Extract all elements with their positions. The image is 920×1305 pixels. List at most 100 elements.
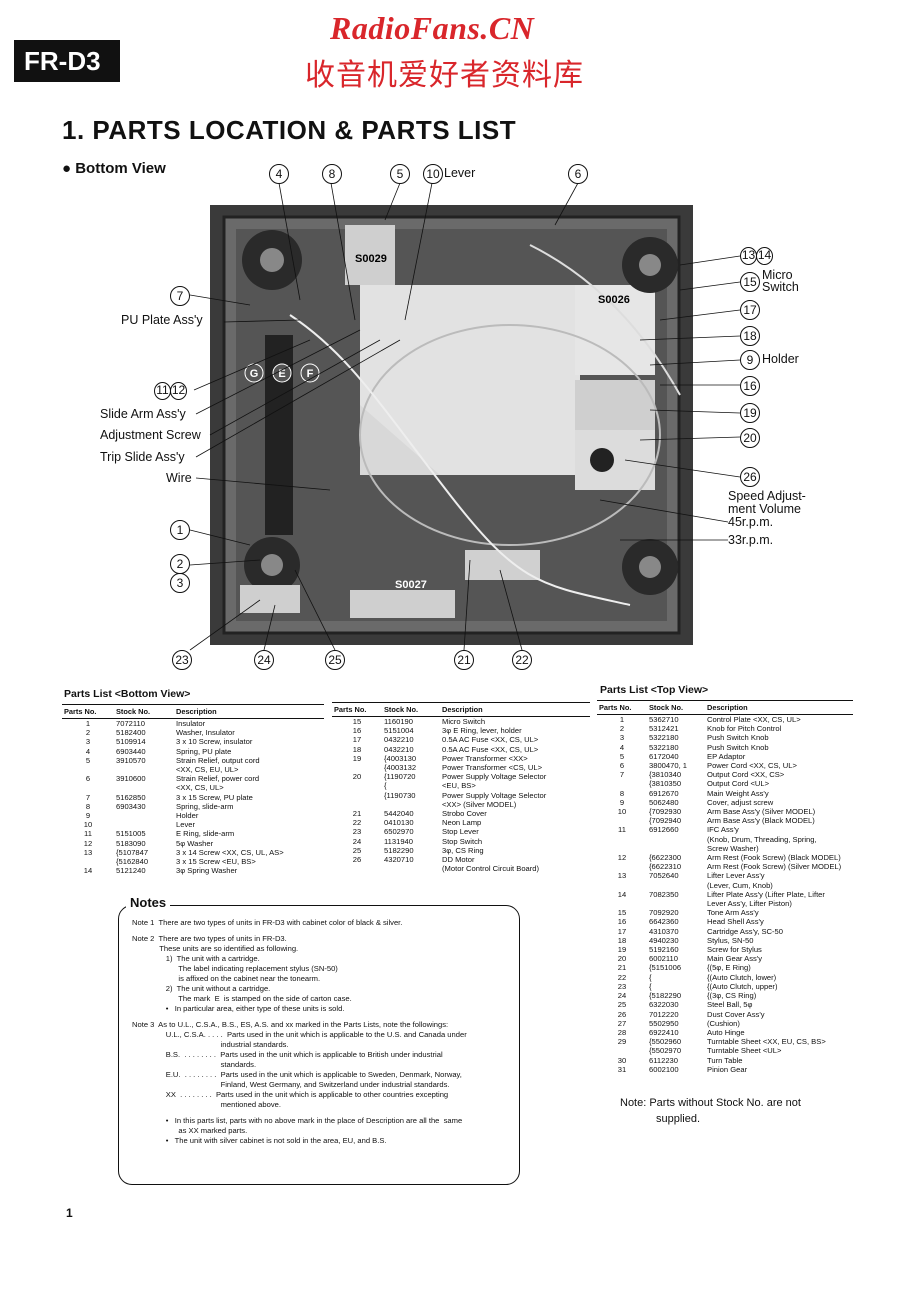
cell-parts-no: 12 xyxy=(617,853,627,863)
cell-description: 3 x 10 Screw, insulator xyxy=(176,737,253,747)
note-line: The mark E is stamped on the side of car… xyxy=(132,994,352,1003)
cell-stock-no: 1131940 xyxy=(384,836,413,846)
notes-box xyxy=(118,905,520,1185)
callout-26: 26 xyxy=(740,467,760,487)
cell-parts-no xyxy=(62,765,114,774)
cell-parts-no xyxy=(597,862,647,871)
cell-description: Main Gear Ass'y xyxy=(707,954,763,964)
callout-8: 8 xyxy=(322,164,342,184)
footnote-line-1: Note: Parts without Stock No. are not xyxy=(620,1097,801,1109)
cell-stock-no xyxy=(647,899,705,908)
callout-17: 17 xyxy=(740,300,760,320)
switch-label-s0029: S0029 xyxy=(355,253,387,265)
cell-stock-no: { xyxy=(384,781,387,791)
cell-stock-no: {5107847 xyxy=(116,847,149,857)
cell-description: DD Motor xyxy=(442,855,475,865)
cell-description: Spring, PU plate xyxy=(176,746,232,756)
cell-parts-no xyxy=(332,781,382,790)
letter-mark-g: G xyxy=(250,368,259,380)
label-33rpm: 33r.p.m. xyxy=(728,533,774,547)
cell-parts-no: 11 xyxy=(84,829,92,839)
col-parts-no: Parts No. xyxy=(597,700,647,715)
cell-description: (Lever, Cum, Knob) xyxy=(707,880,773,890)
cell-description: <XX, CS, UL> xyxy=(176,783,224,793)
cell-stock-no: {5162840 xyxy=(116,857,149,867)
cell-stock-no: {1190720 xyxy=(384,772,416,782)
note-line: E.U. . . . . . . . . Parts used in the u… xyxy=(132,1070,462,1079)
note-line: as XX marked parts. xyxy=(132,1126,248,1135)
label-speed-adjust-2: ment Volume xyxy=(728,502,801,516)
cell-description: Arm Base Ass'y (Silver MODEL) xyxy=(707,807,816,817)
cell-parts-no: 13 xyxy=(83,847,93,857)
cell-parts-no: 4 xyxy=(619,742,625,752)
cell-description: Stylus, SN-50 xyxy=(707,935,754,945)
cell-description: Cover, adjust screw xyxy=(707,797,774,807)
cell-description: Head Shell Ass'y xyxy=(707,917,764,927)
cell-description: Tone Arm Ass'y xyxy=(707,908,759,918)
table-row: {5162840 3 x 15 Screw <EU, BS> xyxy=(62,857,324,866)
cell-description: 3φ Spring Washer xyxy=(176,866,238,876)
label-speed-adjust-1: Speed Adjust- xyxy=(728,489,806,503)
label-switch: Switch xyxy=(762,280,799,294)
cell-stock-no: 5192160 xyxy=(649,945,679,955)
callout-9: 9 xyxy=(740,350,760,370)
cell-stock-no: {6622300 xyxy=(649,853,682,863)
top-list-title: Parts List <Top View> xyxy=(600,684,709,696)
cell-description: Holder xyxy=(176,811,199,821)
cell-parts-no: 5 xyxy=(85,755,91,765)
cell-parts-no: 23 xyxy=(617,981,627,991)
cell-parts-no: 15 xyxy=(352,717,362,726)
cell-parts-no: 7 xyxy=(85,792,91,802)
top-list-footnote: Note: Parts without Stock No. are not su… xyxy=(620,1095,801,1127)
note-line: XX . . . . . . . . Parts used in the uni… xyxy=(132,1090,449,1099)
cell-description: Power Supply Voltage Selector xyxy=(442,772,547,782)
cell-description: {(5φ, E Ring) xyxy=(707,963,751,973)
cell-stock-no: 6922410 xyxy=(649,1027,679,1037)
notes-title: Notes xyxy=(126,895,171,910)
page-title: 1. PARTS LOCATION & PARTS LIST xyxy=(62,115,517,145)
cell-stock-no: 6903430 xyxy=(116,801,146,811)
cell-parts-no: 29 xyxy=(617,1037,627,1047)
cell-description: 3 x 15 Screw <EU, BS> xyxy=(176,857,256,867)
callout-2: 2 xyxy=(170,554,190,574)
cell-stock-no: 5502950 xyxy=(649,1018,679,1028)
cell-stock-no: {4003132 xyxy=(384,763,417,773)
table-row: Lever Ass'y, Lifter Piston) xyxy=(597,899,853,908)
cell-stock-no: 0432210 xyxy=(384,744,414,754)
watermark-en: RadioFans.CN xyxy=(330,10,535,46)
cell-stock-no: 0410130 xyxy=(384,818,414,828)
cell-parts-no xyxy=(597,881,647,890)
cell-stock-no: 5162850 xyxy=(116,792,146,802)
col-parts-no: Parts No. xyxy=(62,704,114,719)
cell-parts-no: 26 xyxy=(617,1009,627,1019)
callout-23: 23 xyxy=(172,650,192,670)
cell-stock-no: 7082350 xyxy=(649,889,679,899)
note-line: Note 1 There are two types of units in F… xyxy=(132,918,403,927)
cell-parts-no: 11 xyxy=(618,825,626,835)
cell-description: Power Transformer <XX> xyxy=(442,753,528,763)
cell-parts-no: 25 xyxy=(617,1000,627,1010)
cell-parts-no: 1 xyxy=(619,715,625,724)
callout-13: 13 xyxy=(740,247,757,265)
cell-parts-no: 20 xyxy=(617,954,627,964)
cell-parts-no: 1 xyxy=(85,719,91,728)
